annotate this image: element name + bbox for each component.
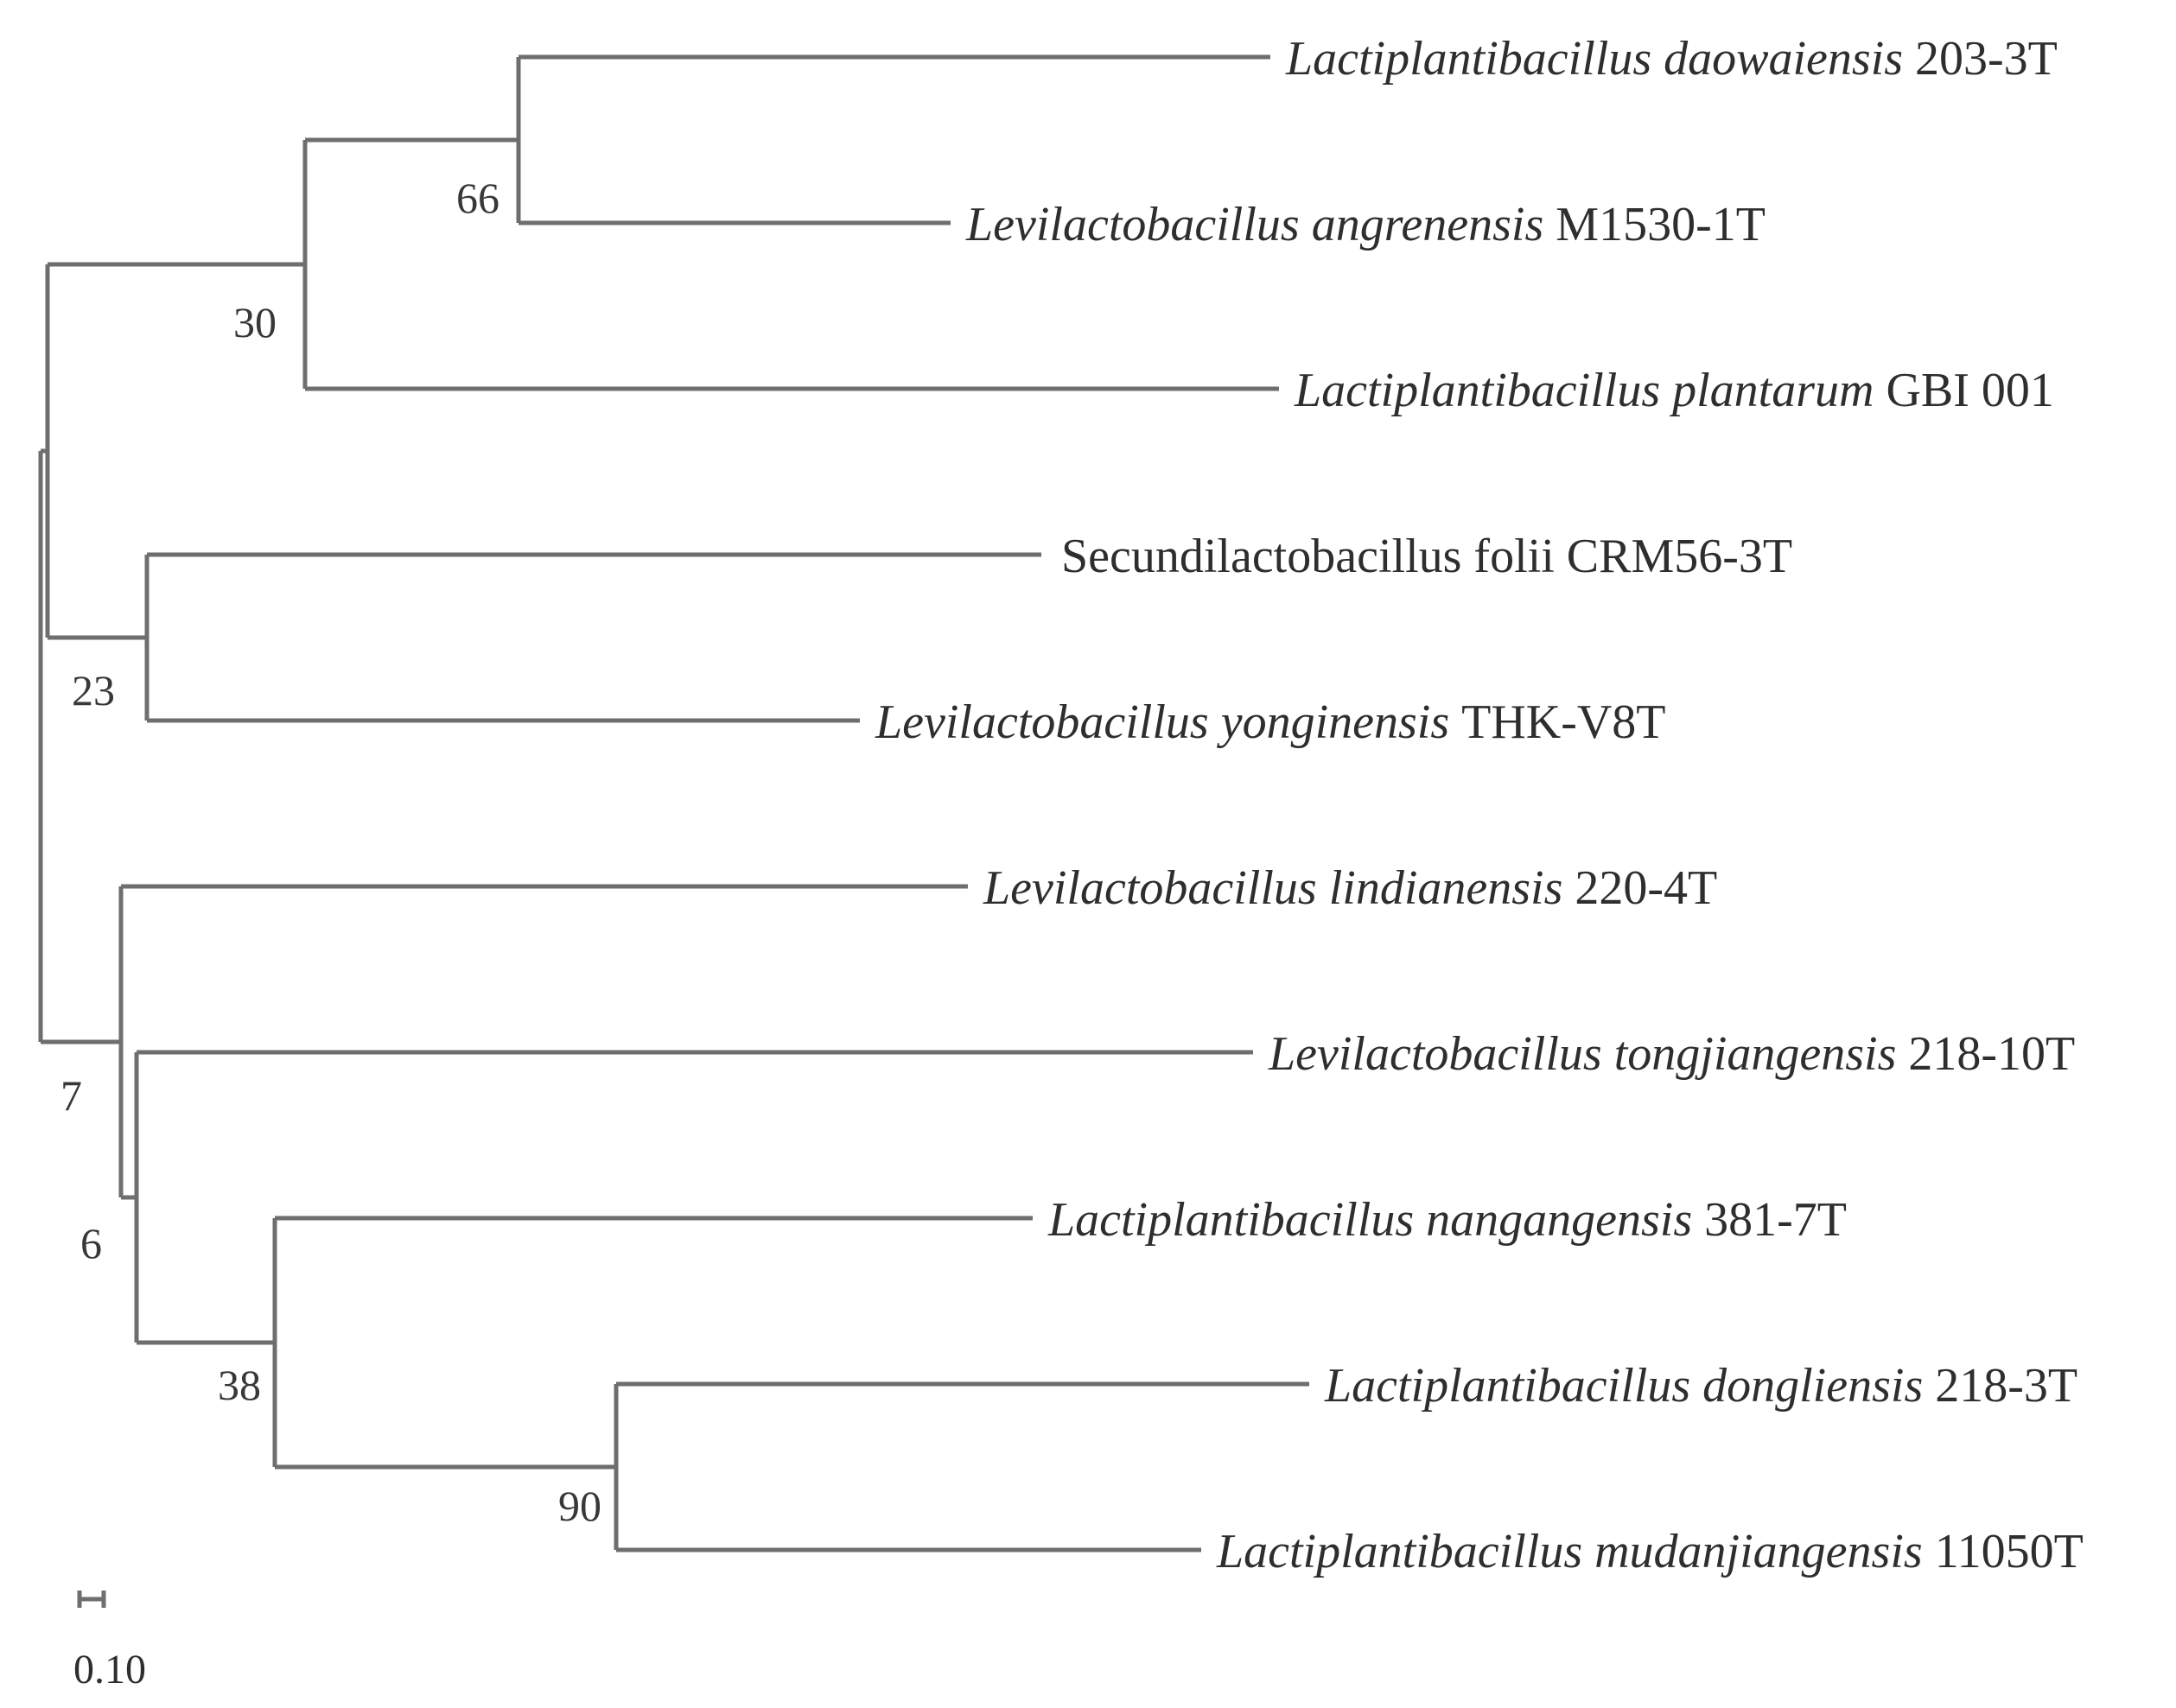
taxon-label: Levilactobacillus angrenensis M1530-1T — [965, 198, 1766, 251]
taxon-label: Lactiplantibacillus dongliensis 218-3T — [1324, 1359, 2077, 1413]
bootstrap-label: 66 — [456, 174, 499, 222]
taxon-label: Lactiplantibacillus nangangensis 381-7T — [1047, 1193, 1847, 1247]
taxon-label: Lactiplantibacillus mudanjiangensis 1105… — [1216, 1525, 2084, 1578]
taxon-label: Lactiplantibacillus daowaiensis 203-3T — [1285, 32, 2058, 86]
bootstrap-label: 6 — [80, 1219, 102, 1267]
bootstrap-label: 90 — [558, 1482, 601, 1530]
taxon-label: Lactiplantibacillus plantarum GBI 001 — [1294, 364, 2054, 417]
taxon-label: Levilactobacillus yonginensis THK-V8T — [875, 695, 1666, 749]
taxon-label: Levilactobacillus tongjiangensis 218-10T — [1268, 1027, 2075, 1081]
scale-bar-label: 0.10 — [73, 1647, 146, 1692]
bootstrap-label: 7 — [60, 1071, 82, 1120]
taxon-label: Levilactobacillus lindianensis 220-4T — [983, 861, 1717, 915]
bootstrap-label: 38 — [218, 1361, 261, 1409]
taxon-label: Secundilactobacillus folii CRM56-3T — [1061, 530, 1792, 583]
bootstrap-label: 23 — [72, 666, 115, 714]
bootstrap-label: 30 — [233, 298, 277, 346]
